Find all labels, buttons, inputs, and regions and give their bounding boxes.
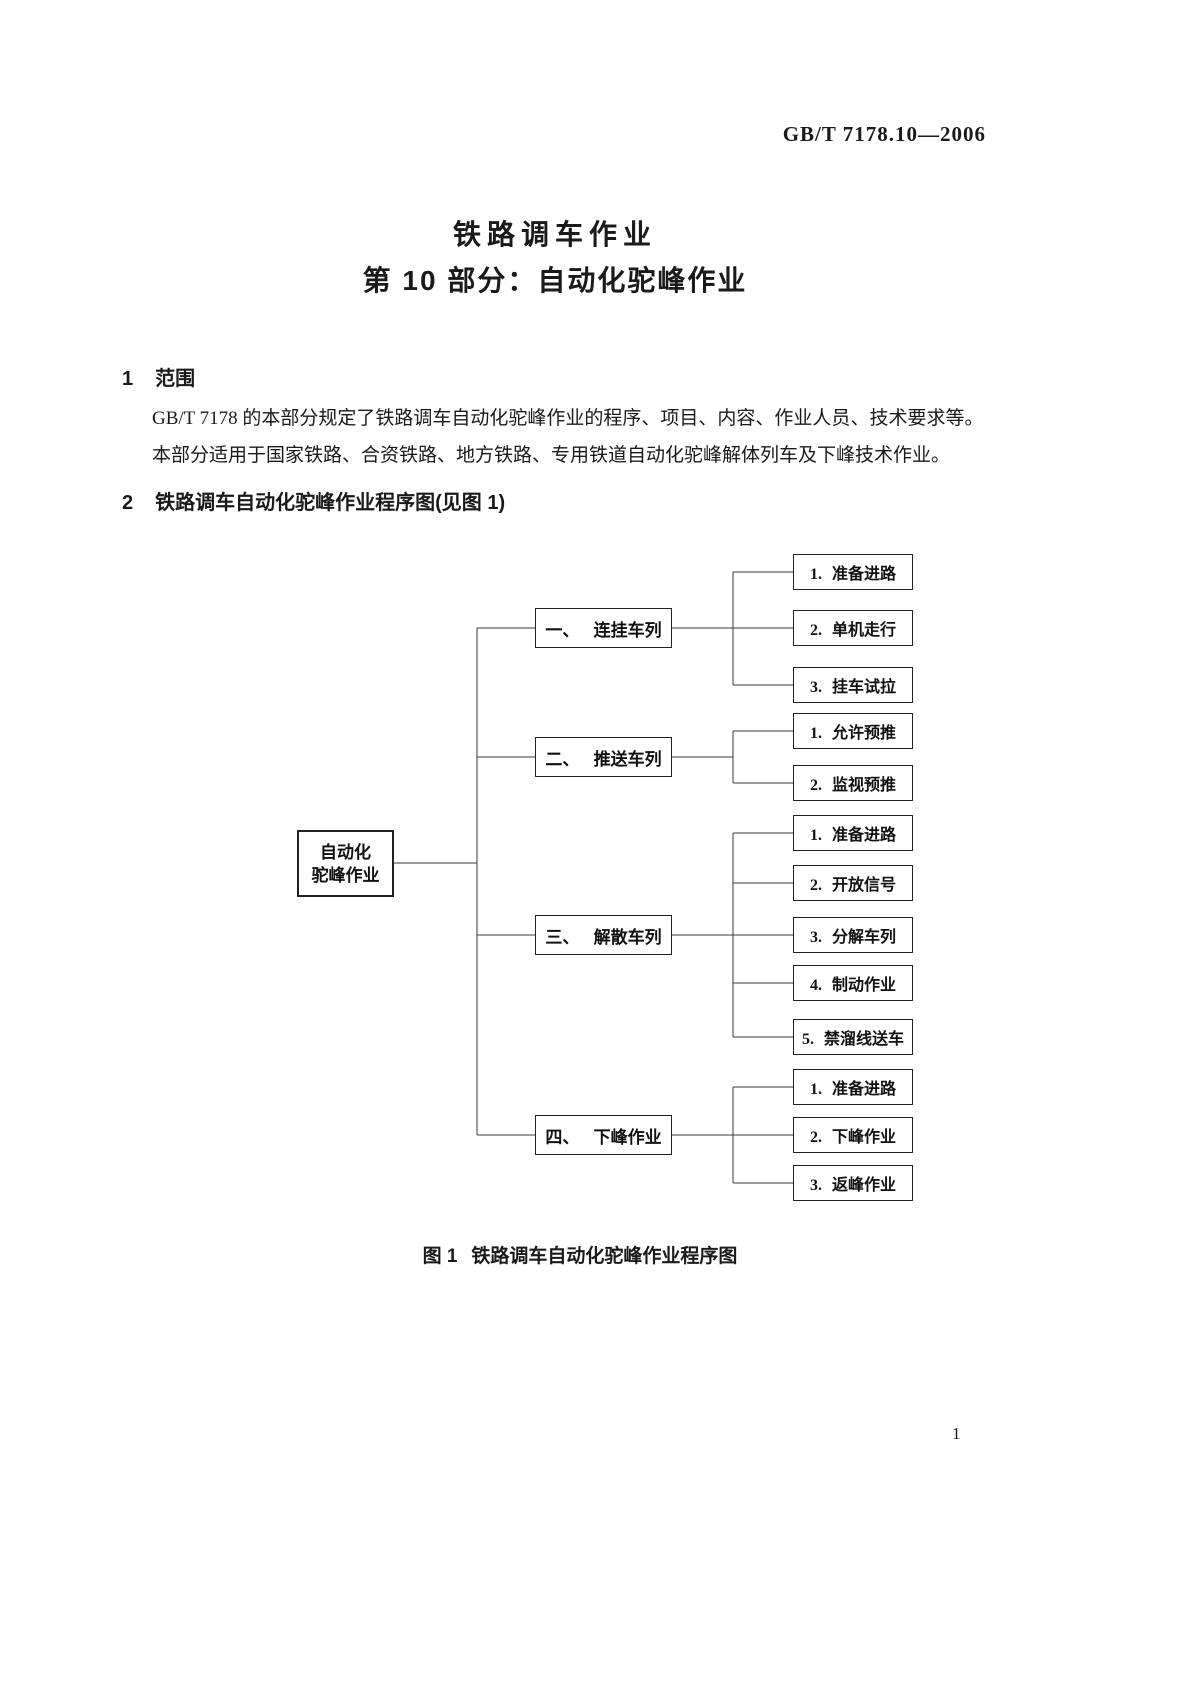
flow-step-box: 1. 准备进路 — [793, 554, 913, 590]
section-1-heading: 1 范围 — [122, 362, 195, 391]
section-1-title: 范围 — [155, 368, 196, 390]
flow-branch-1-box: 一、 连挂车列 — [535, 608, 672, 648]
section-2-title: 铁路调车自动化驼峰作业程序图(见图 1) — [155, 492, 506, 514]
figure-caption-label: 图 1 — [422, 1246, 458, 1267]
flow-step-box: 3. 挂车试拉 — [793, 667, 913, 703]
flow-root-line1: 自动化 — [320, 842, 371, 862]
flow-step-box: 2. 单机走行 — [793, 610, 913, 646]
flow-root-line2: 驼峰作业 — [311, 865, 380, 885]
flow-root-box: 自动化 驼峰作业 — [297, 830, 394, 897]
flow-step-box: 1. 允许预推 — [793, 713, 913, 749]
document-title: 铁路调车作业 第 10 部分：自动化驼峰作业 — [0, 218, 1110, 298]
flow-branch-3-box: 三、 解散车列 — [535, 915, 672, 955]
standard-code: GB/T 7178.10—2006 — [782, 122, 986, 146]
flow-step-box: 1. 准备进路 — [793, 1069, 913, 1105]
title-line2: 第 10 部分：自动化驼峰作业 — [362, 265, 748, 296]
flow-step-box: 3. 返峰作业 — [793, 1165, 913, 1201]
scope-line-1: GB/T 7178 的本部分规定了铁路调车自动化驼峰作业的程序、项目、内容、作业… — [152, 408, 984, 429]
section-1-number: 1 — [122, 368, 134, 390]
flow-step-box: 2. 开放信号 — [793, 865, 913, 901]
flow-step-box: 2. 监视预推 — [793, 765, 913, 801]
flow-step-box: 4. 制动作业 — [793, 965, 913, 1001]
scope-paragraph: GB/T 7178 的本部分规定了铁路调车自动化驼峰作业的程序、项目、内容、作业… — [152, 400, 992, 474]
section-2-heading: 2 铁路调车自动化驼峰作业程序图(见图 1) — [122, 486, 505, 515]
figure-caption-text: 铁路调车自动化驼峰作业程序图 — [471, 1246, 738, 1267]
figure-caption: 图 1 铁路调车自动化驼峰作业程序图 — [0, 1241, 1160, 1268]
scope-line-2: 本部分适用于国家铁路、合资铁路、地方铁路、专用铁道自动化驼峰解体列车及下峰技术作… — [152, 445, 951, 466]
title-line1: 铁路调车作业 — [452, 219, 657, 250]
section-2-number: 2 — [122, 492, 134, 514]
flow-branch-4-box: 四、 下峰作业 — [535, 1115, 672, 1155]
flow-step-box: 3. 分解车列 — [793, 917, 913, 953]
flow-branch-2-box: 二、 推送车列 — [535, 737, 672, 777]
flow-step-box: 1. 准备进路 — [793, 815, 913, 851]
page-number: 1 — [952, 1424, 961, 1443]
flow-step-box: 2. 下峰作业 — [793, 1117, 913, 1153]
flow-step-box: 5. 禁溜线送车 — [793, 1019, 913, 1055]
